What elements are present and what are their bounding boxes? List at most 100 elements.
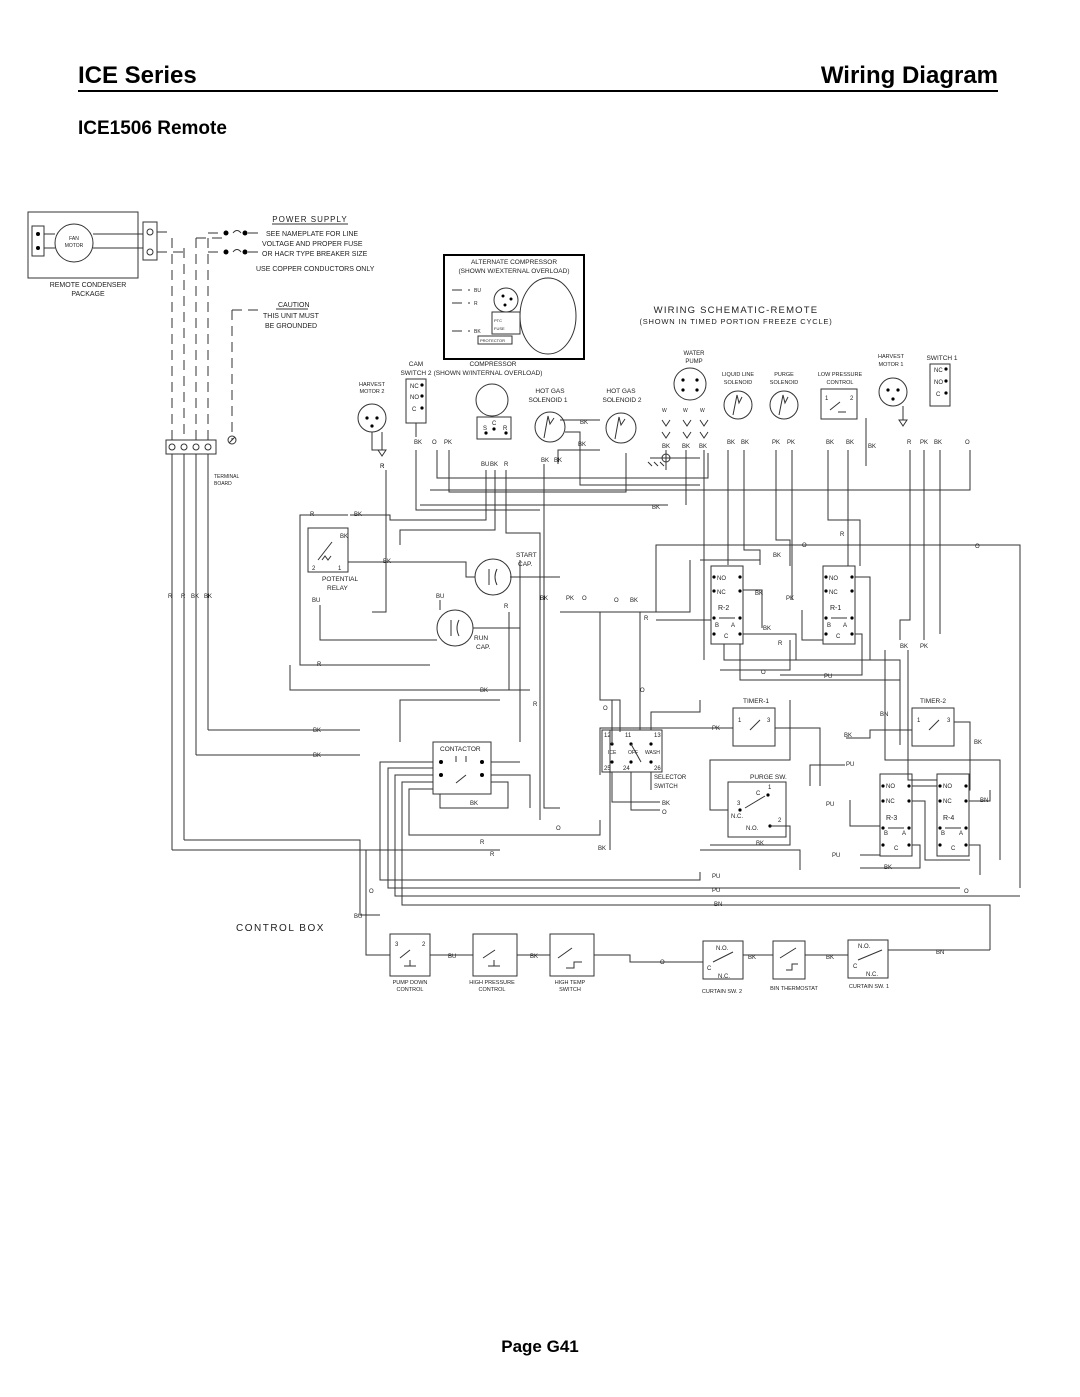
svg-text:SOLENOID: SOLENOID (770, 380, 798, 386)
svg-text:PU: PU (826, 802, 834, 808)
svg-text:B: B (884, 831, 888, 837)
svg-text:O: O (582, 596, 587, 602)
svg-text:SEE NAMEPLATE FOR LINE: SEE NAMEPLATE FOR LINE (266, 231, 358, 238)
svg-text:BK: BK (900, 644, 908, 650)
svg-text:OFF: OFF (628, 750, 638, 756)
svg-text:C: C (853, 964, 858, 970)
svg-text:3: 3 (737, 801, 741, 807)
svg-text:SOLENOID: SOLENOID (724, 380, 752, 386)
svg-text:NC: NC (717, 590, 726, 596)
svg-text:2: 2 (850, 396, 854, 402)
selector-switch: 12 11 13 ICE OFF WASH 25 24 26 SELECTOR … (601, 729, 687, 790)
svg-text:BE GROUNDED: BE GROUNDED (265, 323, 317, 330)
svg-text:PUMP: PUMP (685, 359, 702, 365)
svg-text:C: C (756, 791, 761, 797)
alternate-compressor: ALTERNATE COMPRESSOR (SHOWN W/EXTERNAL O… (443, 254, 585, 360)
svg-text:CONTROL: CONTROL (397, 987, 424, 993)
svg-text:O: O (603, 706, 608, 712)
svg-text:O: O (802, 543, 807, 549)
svg-text:TIMER-2: TIMER-2 (920, 698, 946, 705)
water-pump: WATER PUMP W W W BK BK BK (661, 351, 709, 450)
svg-text:BK: BK (884, 865, 892, 871)
svg-text:PROTECTOR: PROTECTOR (480, 338, 505, 343)
svg-text:R: R (317, 662, 322, 668)
svg-text:NO: NO (829, 576, 838, 582)
svg-text:R-2: R-2 (718, 605, 729, 612)
svg-text:R: R (168, 594, 173, 600)
svg-text:BK: BK (414, 440, 422, 446)
svg-text:R: R (474, 301, 478, 307)
svg-text:R: R (644, 616, 649, 622)
svg-text:BK: BK (741, 440, 749, 446)
svg-text:ALTERNATE COMPRESSOR: ALTERNATE COMPRESSOR (471, 259, 557, 266)
svg-text:PK: PK (786, 596, 794, 602)
svg-text:LIQUID LINE: LIQUID LINE (722, 372, 754, 378)
svg-text:CURTAIN SW. 2: CURTAIN SW. 2 (702, 989, 742, 995)
svg-text:SWITCH: SWITCH (654, 784, 678, 790)
svg-text:PK: PK (712, 726, 720, 732)
svg-text:C: C (936, 392, 941, 398)
svg-text:NC: NC (829, 590, 838, 596)
svg-text:R: R (533, 702, 538, 708)
svg-text:BK: BK (652, 505, 660, 511)
svg-text:BK: BK (313, 753, 321, 759)
svg-text:PU: PU (824, 674, 832, 680)
svg-text:2: 2 (778, 818, 782, 824)
svg-text:O: O (614, 598, 619, 604)
svg-text:NO: NO (943, 784, 952, 790)
svg-text:BK: BK (480, 688, 488, 694)
svg-text:2: 2 (422, 942, 426, 948)
svg-text:BIN THERMOSTAT: BIN THERMOSTAT (770, 986, 818, 992)
svg-text:R: R (490, 852, 495, 858)
svg-text:S: S (483, 426, 487, 432)
svg-text:A: A (902, 831, 906, 837)
svg-text:BK: BK (578, 442, 586, 448)
svg-text:R: R (181, 594, 186, 600)
svg-text:N.O.: N.O. (746, 826, 759, 832)
svg-text:POTENTIAL: POTENTIAL (322, 576, 359, 583)
svg-text:CURTAIN SW. 1: CURTAIN SW. 1 (849, 984, 889, 990)
svg-text:NO: NO (886, 784, 895, 790)
svg-text:BK: BK (748, 955, 756, 961)
svg-text:BK: BK (383, 559, 391, 565)
relay-r1: NO NC R-1 B A C (822, 565, 856, 645)
switch-1: SWITCH 1 NC NO C PK BK O (920, 355, 970, 446)
svg-text:SWITCH: SWITCH (559, 987, 581, 993)
svg-text:BOARD: BOARD (214, 481, 232, 487)
svg-text:TERMINAL: TERMINAL (214, 474, 240, 480)
svg-text:BU: BU (312, 598, 320, 604)
hot-gas-solenoid-2: HOT GAS SOLENOID 2 (602, 388, 642, 444)
svg-text:N.O.: N.O. (858, 944, 871, 950)
svg-text:CAP.: CAP. (476, 644, 491, 651)
high-temp-switch: HIGH TEMP SWITCH (549, 933, 595, 993)
svg-text:C: C (836, 634, 841, 640)
ground-icon (227, 435, 237, 445)
svg-text:START: START (516, 552, 537, 559)
svg-text:THIS UNIT MUST: THIS UNIT MUST (263, 313, 320, 320)
svg-text:SWITCH 1: SWITCH 1 (926, 355, 957, 362)
field-wiring (157, 231, 262, 440)
svg-text:W: W (683, 408, 688, 414)
svg-text:BN: BN (714, 902, 722, 908)
svg-text:R: R (310, 512, 315, 518)
svg-text:BK: BK (474, 329, 481, 335)
fan-motor-label: FAN (69, 236, 79, 242)
svg-text:N.C.: N.C. (866, 972, 878, 978)
svg-text:BK: BK (313, 728, 321, 734)
svg-text:BK: BK (826, 955, 834, 961)
svg-text:PTC: PTC (494, 318, 502, 323)
svg-text:A: A (843, 623, 847, 629)
relay-r3: NO NC R-3 B A C (879, 773, 913, 857)
svg-text:O: O (432, 440, 437, 446)
svg-text:BK: BK (934, 440, 942, 446)
svg-text:26: 26 (654, 766, 661, 772)
svg-text:VOLTAGE AND PROPER FUSE: VOLTAGE AND PROPER FUSE (262, 241, 363, 248)
svg-text:R: R (380, 464, 385, 470)
svg-text:OR HACR TYPE BREAKER SIZE: OR HACR TYPE BREAKER SIZE (262, 251, 368, 258)
svg-text:BK: BK (868, 444, 876, 450)
svg-text:BU: BU (436, 594, 444, 600)
svg-text:3: 3 (767, 718, 771, 724)
svg-text:(SHOWN W/EXTERNAL OVERLOAD): (SHOWN W/EXTERNAL OVERLOAD) (459, 268, 570, 275)
svg-text:ICE: ICE (608, 750, 617, 756)
purge-solenoid: PURGE SOLENOID PK PK (769, 372, 799, 446)
